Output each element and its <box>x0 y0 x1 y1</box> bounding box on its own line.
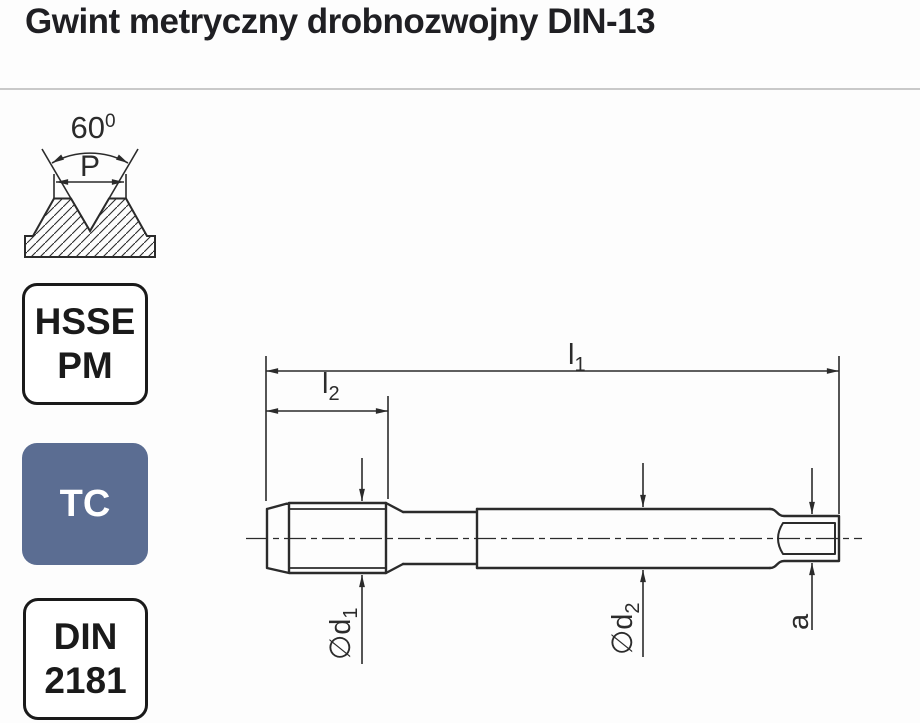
angle-label: 600 <box>70 110 115 145</box>
din-line2: 2181 <box>44 660 127 701</box>
label-a: a <box>783 613 815 630</box>
label-l1: l1 <box>568 339 586 376</box>
hsse-line2: PM <box>57 345 113 386</box>
coating-badge-tc: TC <box>22 443 148 565</box>
thread-section <box>265 501 388 575</box>
label-d2: ∅d2 <box>607 602 644 655</box>
page-title: Gwint metryczny drobnozwojny DIN-13 <box>25 2 656 41</box>
tap-technical-drawing: l1 l2 ∅d1 ∅d2 a <box>246 339 862 664</box>
shank-section <box>475 507 772 570</box>
label-l2: l2 <box>322 368 340 405</box>
dimension-lines <box>265 356 840 664</box>
tc-label: TC <box>59 483 111 525</box>
pitch-label: P <box>80 150 100 183</box>
material-badge-hsse-pm: HSSE PM <box>22 283 148 405</box>
hsse-line1: HSSE <box>34 301 136 342</box>
din-line1: DIN <box>53 616 118 657</box>
label-d1: ∅d1 <box>325 607 362 660</box>
standard-badge-din-2181: DIN 2181 <box>23 598 148 720</box>
square-drive-outer <box>768 507 841 570</box>
thread-neck-chamfer <box>384 501 405 575</box>
thread-profile-diagram: 600 P <box>24 110 156 258</box>
thread-material-section <box>24 197 156 258</box>
angle-arc <box>51 152 129 164</box>
thread-flank-lines <box>41 148 139 232</box>
thread-minor-lines <box>288 508 387 569</box>
neck-section <box>401 507 479 570</box>
square-drive-flats <box>777 522 836 555</box>
tap-outline <box>265 501 841 575</box>
title-separator <box>0 88 920 90</box>
